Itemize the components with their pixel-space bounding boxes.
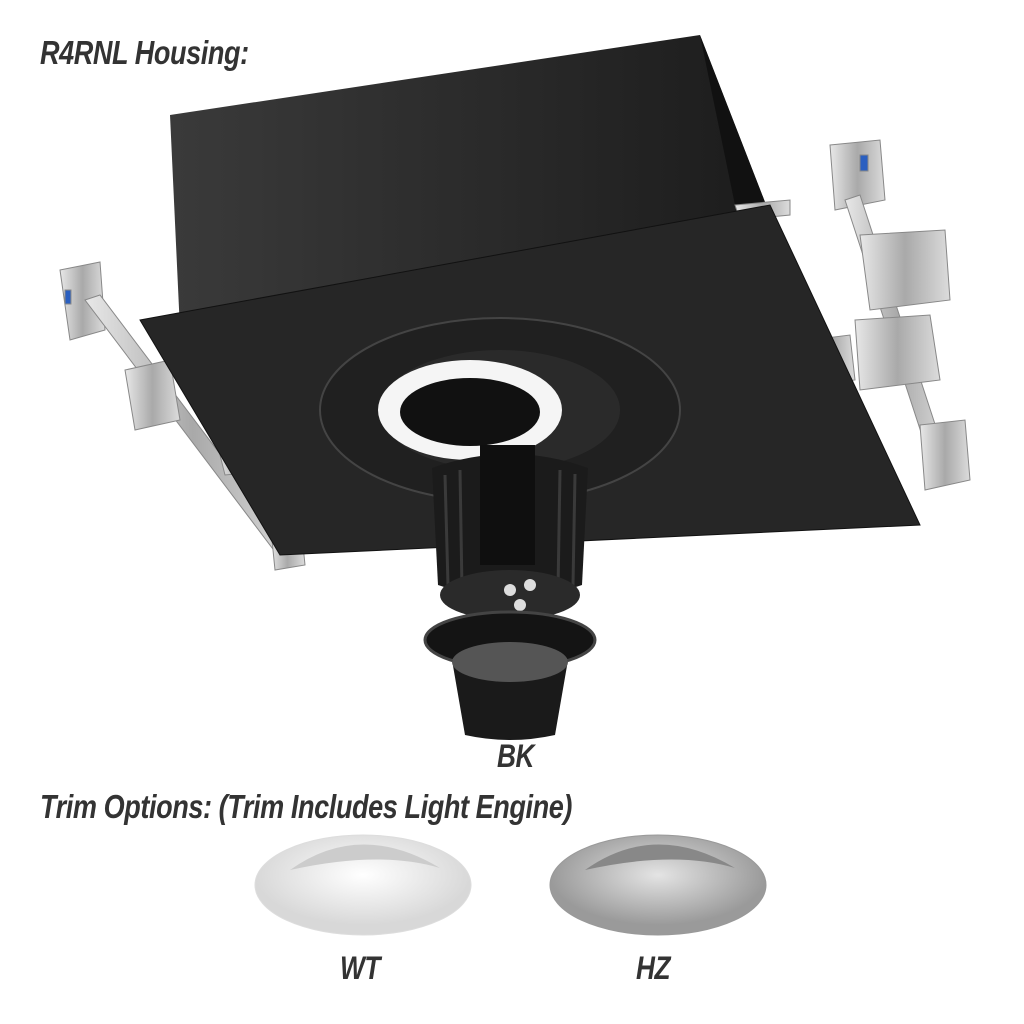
trim-options-title: Trim Options: (Trim Includes Light Engin… [40, 788, 573, 825]
trim-wt [254, 834, 472, 936]
housing-plate [139, 204, 921, 556]
housing-box [170, 35, 770, 330]
housing-title: R4RNL Housing: [40, 34, 249, 71]
mounting-bar-right [734, 139, 971, 491]
finish-label-bk: BK [497, 738, 535, 774]
light-engine [423, 445, 597, 740]
finish-label-wt: WT [340, 950, 380, 986]
finish-label-hz: HZ [636, 950, 671, 986]
trim-hz [549, 834, 767, 936]
